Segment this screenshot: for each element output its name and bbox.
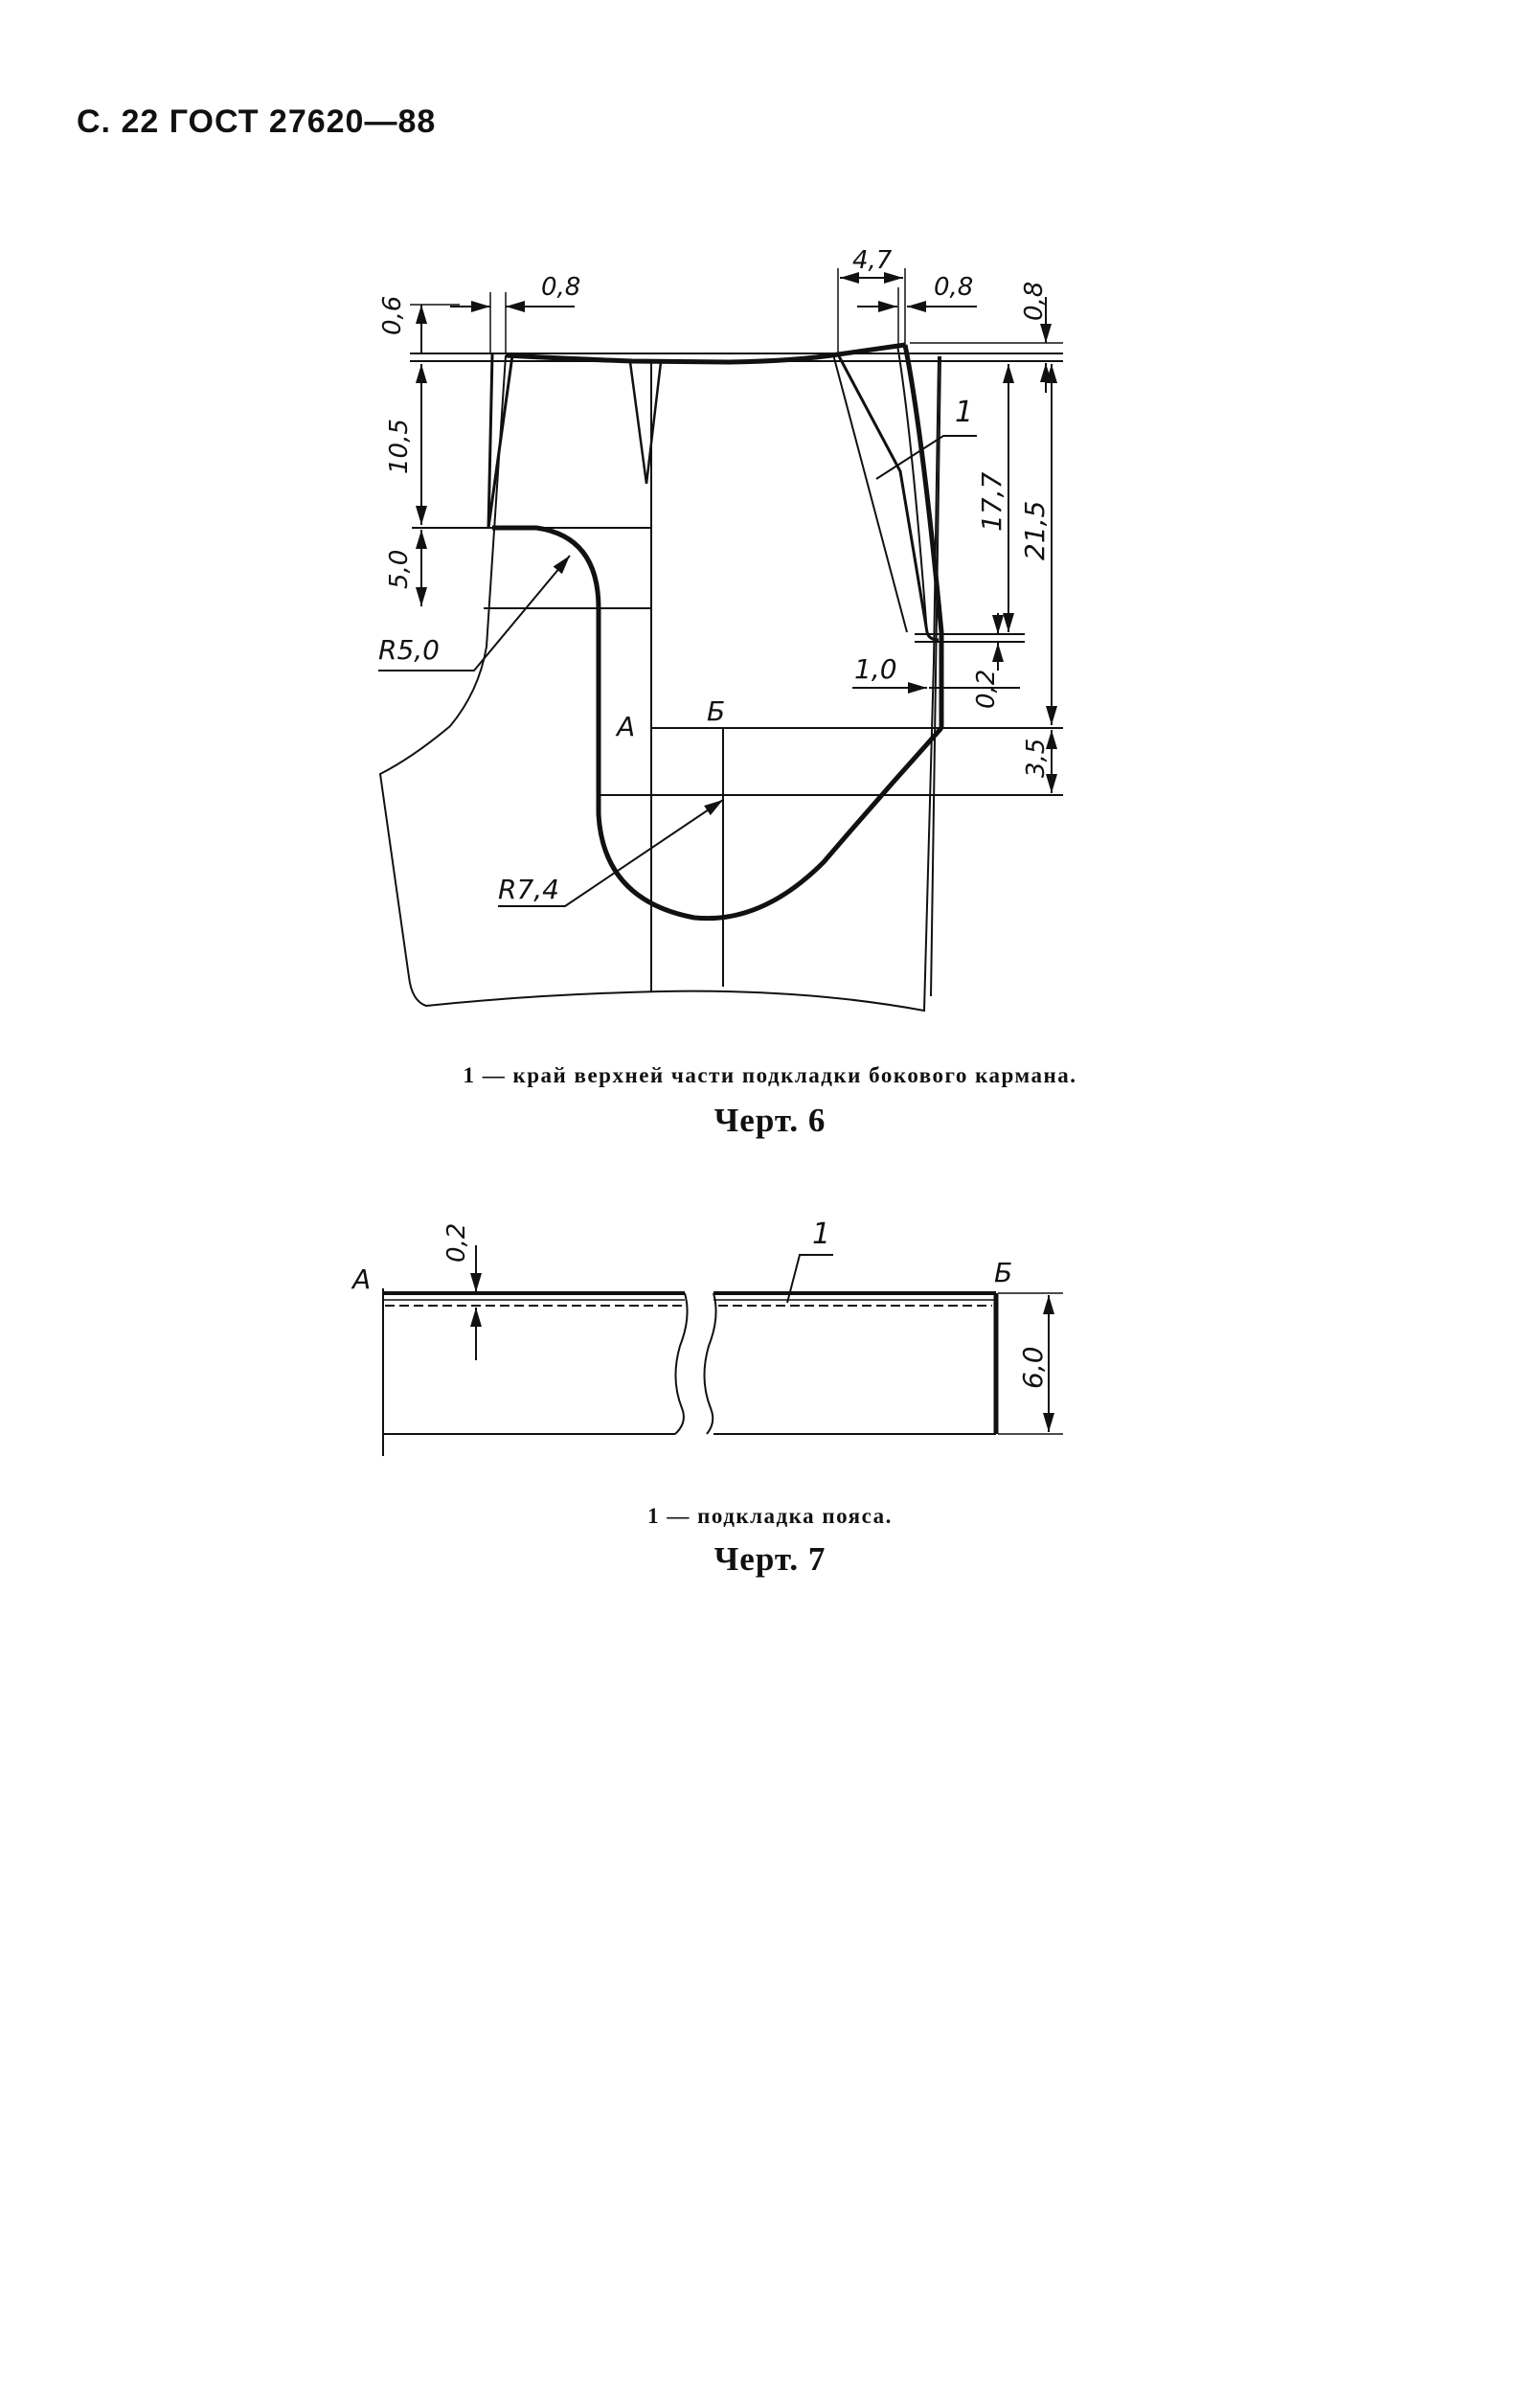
center-dart [628, 361, 663, 485]
side-seam-inner [896, 344, 928, 635]
figure-7: А 0,2 1 Б 6,0 [351, 1218, 1063, 1456]
dim-label-105: 10,5 [385, 419, 414, 474]
lining-edge [836, 353, 940, 642]
label-b-fig6: Б [707, 695, 725, 727]
pocket-edge [492, 525, 943, 922]
dim-label-50: 5,0 [385, 550, 414, 589]
left-dart [487, 353, 514, 529]
dim-label-r74: R7,4 [498, 874, 559, 905]
figure-6-title: Черт. 6 [713, 1102, 827, 1139]
waist-contour [505, 342, 906, 365]
dim-label-02: 0,2 [972, 670, 1001, 709]
side-seam-bold [902, 344, 944, 728]
figure-6-legend: 1 — край верхней части подкладки боковог… [463, 1063, 1077, 1087]
figure-6: 0,6 0,8 4,7 0,8 0,8 10,5 5,0 R5,0 17,7 2… [378, 246, 1063, 1013]
dim-label-10: 1,0 [854, 653, 897, 685]
figure-7-legend: 1 — подкладка пояса. [647, 1504, 893, 1528]
dim-label-08-right: 0,8 [934, 273, 973, 302]
trouser-outline [378, 354, 940, 1013]
dim-label-35: 3,5 [1022, 739, 1051, 778]
construction-line-c [930, 355, 941, 997]
page-header: С. 22 ГОСТ 27620—88 [77, 103, 437, 140]
dim-label-02-fig7: 0,2 [442, 1223, 471, 1263]
label-a-fig6: А [615, 711, 635, 742]
callout-1-fig7: 1 [812, 1218, 830, 1251]
lining-edge-thin [832, 353, 908, 633]
dim-label-60: 6,0 [1017, 1346, 1049, 1389]
dim-label-215: 21,5 [1019, 501, 1051, 560]
dim-label-177: 17,7 [976, 471, 1008, 532]
r50-leader [378, 555, 571, 671]
r74-leader [498, 799, 724, 907]
callout-1-leader [875, 435, 977, 480]
band-right-break [703, 1292, 717, 1435]
band-left-break [674, 1292, 689, 1435]
figure-7-title: Черт. 7 [713, 1540, 827, 1578]
label-b-fig7: Б [994, 1257, 1012, 1288]
callout-1-fig6: 1 [955, 396, 973, 429]
drawing-canvas: 0,6 0,8 4,7 0,8 0,8 10,5 5,0 R5,0 17,7 2… [351, 246, 1063, 1456]
dim-label-06: 0,6 [378, 296, 407, 335]
label-a-fig7: А [351, 1263, 371, 1295]
dim-label-r50: R5,0 [378, 634, 440, 666]
callout-1-f7-leader [786, 1254, 833, 1304]
dim-label-08-left: 0,8 [541, 273, 580, 302]
dim-label-08-far: 0,8 [1020, 282, 1049, 321]
dim-label-47: 4,7 [852, 246, 893, 275]
